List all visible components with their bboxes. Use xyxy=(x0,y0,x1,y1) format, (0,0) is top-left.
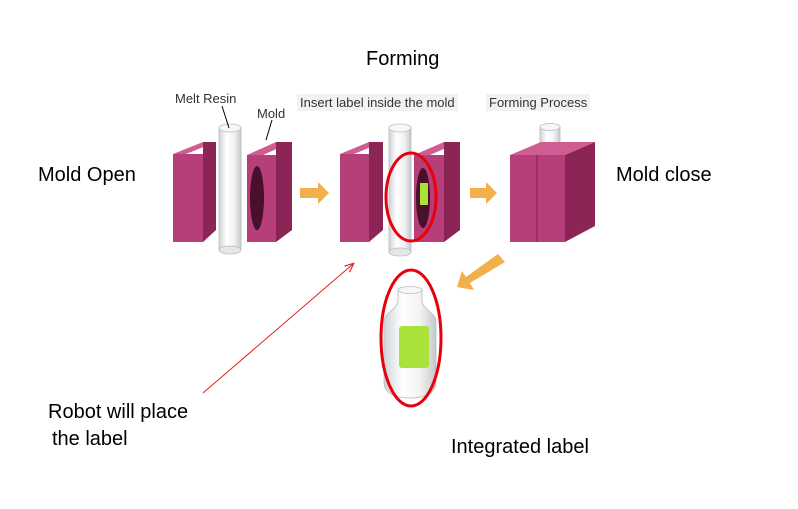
stage-insert-label xyxy=(340,123,460,257)
melt-resin-cylinder xyxy=(218,123,242,255)
robot-annotation-line2: the label xyxy=(52,428,128,450)
mold-close-label: Mold close xyxy=(616,164,712,186)
right-mold-block xyxy=(247,142,292,242)
melt-resin-label: Melt Resin xyxy=(175,91,237,106)
integrated-label-text: Integrated label xyxy=(451,436,589,458)
stage-mold-open xyxy=(173,105,292,255)
mold-open-label: Mold Open xyxy=(38,164,136,186)
robot-annotation-line1: Robot will place xyxy=(48,401,189,423)
stage-mold-close xyxy=(510,123,595,242)
process-arrow-1 xyxy=(300,182,329,204)
process-arrow-diagonal xyxy=(457,254,505,290)
right-mold-block-2 xyxy=(414,142,460,242)
mold-leader xyxy=(265,119,273,141)
left-mold-block xyxy=(173,142,216,242)
diagram-title: Forming xyxy=(366,48,440,70)
robot-pointer-line xyxy=(202,264,353,394)
resin-top-3 xyxy=(539,123,561,146)
left-mold-block-2 xyxy=(340,142,383,242)
integrated-label-product xyxy=(379,268,443,408)
label-sheet xyxy=(420,183,428,205)
mold-label: Mold xyxy=(257,106,286,121)
process-arrow-2 xyxy=(470,182,497,204)
melt-resin-leader xyxy=(221,105,230,129)
closed-mold-block xyxy=(510,142,595,242)
insert-highlight-circle xyxy=(384,151,438,243)
integrated-highlight-circle xyxy=(379,268,443,408)
forming-process-caption: Forming Process xyxy=(486,94,591,111)
insert-label-caption: Insert label inside the mold xyxy=(297,94,458,111)
resin-cylinder-2 xyxy=(388,123,412,257)
integrated-label-sheet xyxy=(399,326,429,368)
